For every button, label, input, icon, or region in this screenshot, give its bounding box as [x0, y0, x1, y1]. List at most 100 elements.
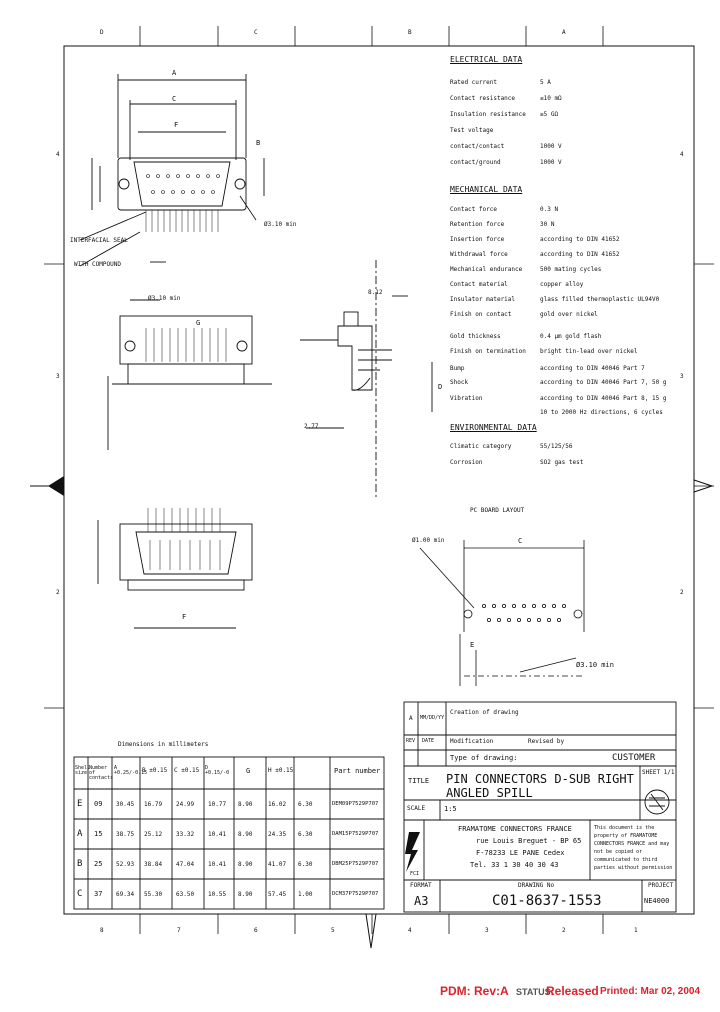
rev-date-header: DATE	[422, 738, 435, 744]
dim-c-label: C	[172, 95, 177, 103]
dim-812-label: 8.12	[368, 289, 383, 296]
grid-bottom-label: 3	[485, 927, 489, 934]
project-value: NE4000	[644, 897, 670, 905]
hole-dia-label-top: Ø3.10 min	[148, 295, 181, 302]
cell-h: 57.45	[268, 891, 287, 898]
status-value: Released	[546, 984, 599, 998]
cell-a: 30.45	[116, 801, 135, 808]
mechanical-label: Retention force	[450, 221, 505, 228]
mechanical-label: Mechanical endurance	[450, 266, 523, 273]
mechanical-label: Vibration	[450, 395, 483, 402]
environmental-label: Corrosion	[450, 459, 483, 466]
format-value: A3	[414, 894, 429, 908]
dim-header-g: G	[246, 767, 251, 775]
dim-header-shell: Shell size	[75, 765, 91, 776]
cell-g: 8.90	[238, 861, 253, 868]
grid-top-label: D	[100, 29, 104, 36]
mechanical-value: copper alloy	[540, 281, 584, 288]
electrical-value: 1000 V	[540, 159, 562, 166]
grid-bottom-label: 2	[562, 927, 566, 934]
cell-d: 10.55	[208, 891, 227, 898]
dim-g-label: G	[196, 319, 201, 327]
company-address: rue Louis Breguet - BP 65	[476, 837, 582, 845]
pcb-hole-dia: Ø3.10 min	[576, 661, 614, 669]
electrical-value: ≥5 GΩ	[540, 111, 559, 118]
electrical-label: Test voltage	[450, 127, 494, 134]
grid-side-label: 4	[680, 151, 684, 158]
printed-date: Printed: Mar 02, 2004	[600, 986, 701, 997]
mechanical-value: 0.3 N	[540, 206, 559, 213]
project-label: PROJECT	[648, 882, 674, 889]
company-name: FRAMATOME CONNECTORS FRANCE	[458, 825, 572, 833]
cell-part-number: DCM37P7529P707	[332, 891, 379, 897]
mechanical-value: according to DIN 40046 Part 8, 15 g	[540, 395, 667, 402]
cell-a: 52.93	[116, 861, 135, 868]
grid-bottom-label: 6	[254, 927, 258, 934]
cell-shell: A	[77, 829, 83, 839]
format-label: FORMAT	[410, 882, 432, 889]
rev-description: Creation of drawing	[450, 709, 519, 716]
type-of-drawing-value: CUSTOMER	[612, 753, 656, 763]
mechanical-label: Contact force	[450, 206, 497, 213]
cell-b: 25.12	[144, 831, 163, 838]
environmental-value: SO2 gas test	[540, 459, 584, 466]
rev-mod-header: Modification	[450, 738, 494, 745]
mechanical-value: according to DIN 41652	[540, 236, 620, 243]
mechanical-label: Contact material	[450, 281, 508, 288]
electrical-label: contact/contact	[450, 143, 505, 150]
mechanical-label: Finish on contact	[450, 311, 512, 318]
scale-value: 1:5	[444, 805, 457, 813]
pcb-dim-e: E	[470, 641, 475, 649]
grid-bottom-label: 8	[100, 927, 104, 934]
cell-c: 24.99	[176, 801, 195, 808]
cell-c: 47.04	[176, 861, 195, 868]
mechanical-value: bright tin-lead over nickel	[540, 348, 638, 355]
cell-hh: 6.30	[298, 801, 313, 808]
grid-bottom-label: 5	[331, 927, 335, 934]
compound-label: WITH COMPOUND	[74, 261, 121, 268]
dim-h-label: D	[438, 383, 443, 391]
title-prefix: TITLE	[408, 777, 430, 785]
company-tel: Tel. 33 1 30 40 30 43	[470, 861, 559, 869]
cell-g: 8.90	[238, 831, 253, 838]
mechanical-label: Insulator material	[450, 296, 516, 303]
environmental-label: Climatic category	[450, 443, 512, 450]
dim-header-d: D +0.15/-0	[205, 765, 230, 776]
cell-h: 41.07	[268, 861, 287, 868]
company-address: F-78233 LE PANE Cedex	[476, 849, 565, 857]
dim-header-c: C ±0.15	[174, 767, 200, 774]
dim-table-caption: Dimensions in millimeters	[118, 741, 209, 748]
cell-contacts: 09	[94, 800, 103, 808]
pcb-dim-c: C	[518, 537, 523, 545]
electrical-value: 1000 V	[540, 143, 562, 150]
cell-h: 16.02	[268, 801, 287, 808]
mechanical-value: gold over nickel	[540, 311, 598, 318]
electrical-label: Contact resistance	[450, 95, 516, 102]
grid-top-label: B	[408, 29, 412, 36]
drawing-title: PIN CONNECTORS D-SUB RIGHT ANGLED SPILL	[446, 772, 634, 800]
electrical-label: Rated current	[450, 79, 497, 86]
cell-hh: 1.00	[298, 891, 313, 898]
dim-a-label: A	[172, 69, 177, 77]
environmental-heading: ENVIRONMENTAL DATA	[450, 423, 537, 432]
dim-header-h: H ±0.15	[268, 767, 294, 774]
mechanical-label: Withdrawal force	[450, 251, 508, 258]
cell-b: 55.30	[144, 891, 163, 898]
cell-d: 10.41	[208, 831, 227, 838]
dim-f-label: F	[174, 121, 179, 129]
grid-bottom-label: 4	[408, 927, 412, 934]
mechanical-label: Shock	[450, 379, 469, 386]
rev-code: A	[409, 715, 413, 722]
cell-b: 38.84	[144, 861, 163, 868]
mechanical-value: according to DIN 40046 Part 7, 50 g	[540, 379, 667, 386]
grid-side-label: 4	[56, 151, 60, 158]
grid-side-label: 3	[56, 373, 60, 380]
cell-c: 63.50	[176, 891, 195, 898]
grid-bottom-label: 1	[634, 927, 638, 934]
cell-h: 24.35	[268, 831, 287, 838]
drawing-number: C01-8637-1553	[492, 893, 602, 909]
cell-hh: 6.30	[298, 831, 313, 838]
logo-text: FCI	[410, 871, 420, 877]
environmental-value: 55/125/56	[540, 443, 573, 450]
